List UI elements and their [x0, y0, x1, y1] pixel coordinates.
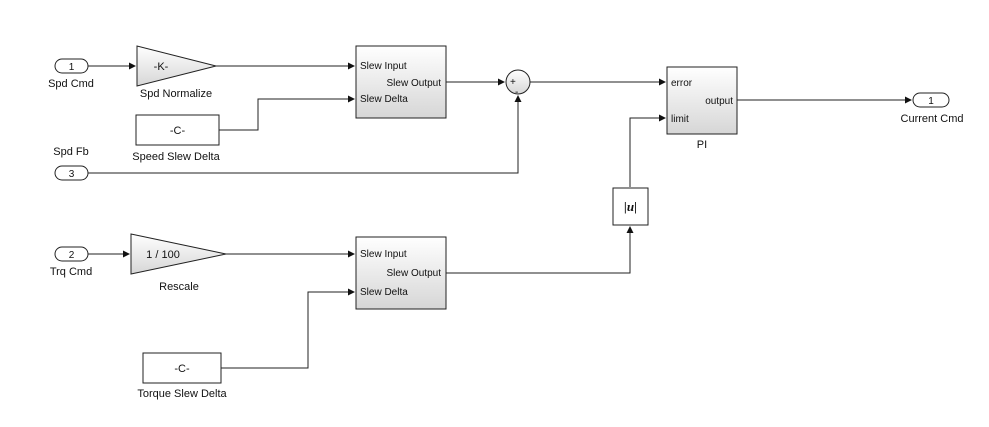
const-speed-slew-delta[interactable]: -C-: [135, 114, 220, 146]
const-speed-slew-delta-label: Speed Slew Delta: [132, 151, 220, 163]
pi-output-port: output: [705, 96, 733, 107]
pi-limit-port: limit: [671, 114, 689, 125]
const-torque-slew-delta-label: Torque Slew Delta: [137, 388, 227, 400]
inport-trq-cmd-number: 2: [69, 250, 75, 261]
slew-speed-input-port: Slew Input: [360, 61, 407, 72]
sum-minus-sign: -: [515, 87, 518, 98]
slew-block-torque[interactable]: Slew Input Slew Output Slew Delta: [355, 236, 447, 310]
pi-error-port: error: [671, 78, 693, 89]
slew-block-speed[interactable]: Slew Input Slew Output Slew Delta: [355, 45, 447, 119]
abs-block[interactable]: |u|: [612, 187, 649, 226]
slew-torque-input-port: Slew Input: [360, 249, 407, 260]
gain-spd-normalize-value: -K-: [154, 61, 169, 73]
gain-rescale-label: Rescale: [159, 281, 199, 293]
inport-spd-cmd-label: Spd Cmd: [48, 78, 94, 90]
sum-plus-sign: +: [510, 77, 516, 88]
sum-block[interactable]: + -: [505, 69, 531, 98]
abs-block-value: |u|: [624, 199, 637, 214]
slew-speed-output-port: Slew Output: [387, 78, 442, 89]
wire-slew2-abs: [446, 232, 631, 274]
gain-rescale-value: 1 / 100: [146, 249, 180, 261]
outport-current-cmd-label: Current Cmd: [901, 113, 964, 125]
wire-speedconst-slew: [219, 98, 349, 131]
wires: [88, 62, 912, 369]
inport-spd-cmd-number: 1: [69, 62, 75, 73]
slew-speed-delta-port: Slew Delta: [360, 94, 408, 105]
wire-abs-pi: [629, 117, 660, 187]
inport-trq-cmd[interactable]: 2: [54, 246, 89, 262]
inport-spd-fb[interactable]: 3: [54, 165, 89, 181]
inport-trq-cmd-label: Trq Cmd: [50, 266, 92, 278]
gain-spd-normalize[interactable]: -K-: [136, 45, 217, 87]
pi-block-label: PI: [697, 139, 707, 151]
slew-torque-delta-port: Slew Delta: [360, 287, 408, 298]
inport-spd-cmd[interactable]: 1: [54, 58, 89, 74]
slew-torque-output-port: Slew Output: [387, 268, 442, 279]
const-torque-slew-delta-value: -C-: [174, 363, 190, 375]
const-speed-slew-delta-value: -C-: [170, 125, 186, 137]
const-torque-slew-delta[interactable]: -C-: [142, 352, 222, 384]
gain-spd-normalize-label: Spd Normalize: [140, 88, 212, 100]
gain-rescale[interactable]: 1 / 100: [130, 233, 227, 275]
wire-torqueconst-slew: [221, 291, 349, 369]
wire-spdfb-sum: [88, 101, 519, 174]
outport-current-cmd-number: 1: [928, 96, 934, 107]
outport-current-cmd[interactable]: 1: [912, 92, 950, 108]
pi-block[interactable]: error output limit: [666, 66, 738, 135]
inport-spd-fb-number: 3: [69, 169, 75, 180]
inport-spd-fb-label: Spd Fb: [53, 146, 88, 158]
